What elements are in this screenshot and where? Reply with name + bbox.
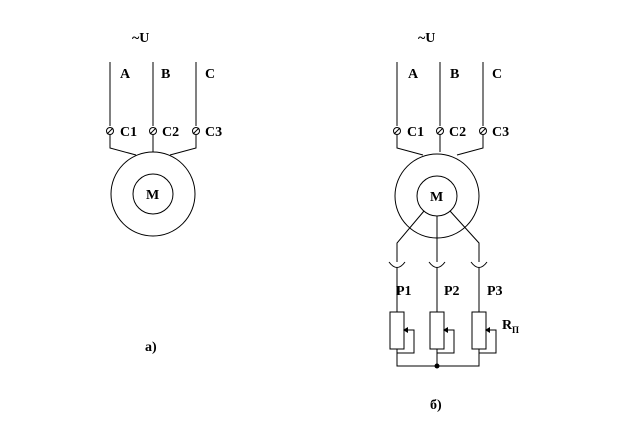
star-junction-dot-b	[434, 363, 440, 369]
resistor-body-b-3	[471, 311, 487, 350]
slider-wire-b-1	[396, 329, 415, 354]
terminal-b-2	[436, 127, 444, 135]
rheostat-b-2	[429, 311, 455, 354]
terminal-b-1	[393, 127, 401, 135]
phase-label-b-3: C	[492, 67, 502, 82]
slider-arrow-b-3	[485, 327, 490, 333]
terminal-label-b-3: C3	[492, 125, 509, 140]
supply-label-b: ~U	[418, 31, 435, 46]
terminal-label-a-3: C3	[205, 125, 222, 140]
terminal-label-b-2: C2	[449, 125, 466, 140]
rotor-lead-b-3	[449, 210, 480, 262]
supply-label-a: ~U	[132, 31, 149, 46]
brush-b-2	[428, 261, 446, 268]
lead-b-1	[396, 135, 424, 156]
terminal-slash-a-2	[149, 127, 157, 135]
motor-label-a: M	[146, 188, 159, 203]
slider-wire-b-3	[478, 329, 497, 354]
rheostat-b-1	[389, 311, 415, 354]
brush-b-3	[470, 261, 488, 268]
rheostat-b-3	[471, 311, 497, 354]
terminal-b-3	[479, 127, 487, 135]
terminal-label-b-1: C1	[407, 125, 424, 140]
phase-label-b-2: B	[450, 67, 459, 82]
terminal-a-3	[192, 127, 200, 135]
terminal-slash-b-3	[479, 127, 487, 135]
resistor-label-b: R	[502, 318, 513, 333]
resistor-subscript-b: П	[512, 325, 519, 335]
slider-wire-b-2	[436, 329, 455, 354]
terminal-slash-a-1	[106, 127, 114, 135]
motor-stator-a	[110, 151, 196, 237]
phase-label-a-1: A	[120, 67, 131, 82]
motor-label-b: M	[430, 190, 443, 205]
rotor-lead-b-1	[396, 210, 425, 262]
terminal-label-a-1: C1	[120, 125, 137, 140]
lead-a-1	[109, 135, 137, 156]
slider-arrow-b-2	[443, 327, 448, 333]
brush-label-b-1: P1	[396, 284, 412, 299]
phase-label-b-1: A	[408, 67, 419, 82]
slider-arrow-b-1	[403, 327, 408, 333]
terminal-a-1	[106, 127, 114, 135]
caption-a: а)	[145, 340, 157, 355]
resistor-body-b-2	[429, 311, 445, 350]
diagram-a: ~U A B C C1 C2 C3 M а)	[106, 31, 222, 355]
lead-b-3	[456, 135, 484, 156]
terminal-label-a-2: C2	[162, 125, 179, 140]
motor-rotor-a	[132, 173, 174, 215]
caption-b: б)	[430, 398, 442, 413]
diagram-b: ~U A B C C1 C2 C3 M P1	[388, 31, 519, 413]
resistor-body-b-1	[389, 311, 405, 350]
brush-label-b-2: P2	[444, 284, 460, 299]
phase-label-a-3: C	[205, 67, 215, 82]
lead-a-3	[169, 135, 197, 156]
phase-label-a-2: B	[161, 67, 170, 82]
terminal-a-2	[149, 127, 157, 135]
terminal-slash-a-3	[192, 127, 200, 135]
terminal-slash-b-2	[436, 127, 444, 135]
brush-label-b-3: P3	[487, 284, 503, 299]
terminal-slash-b-1	[393, 127, 401, 135]
brush-b-1	[388, 261, 406, 268]
